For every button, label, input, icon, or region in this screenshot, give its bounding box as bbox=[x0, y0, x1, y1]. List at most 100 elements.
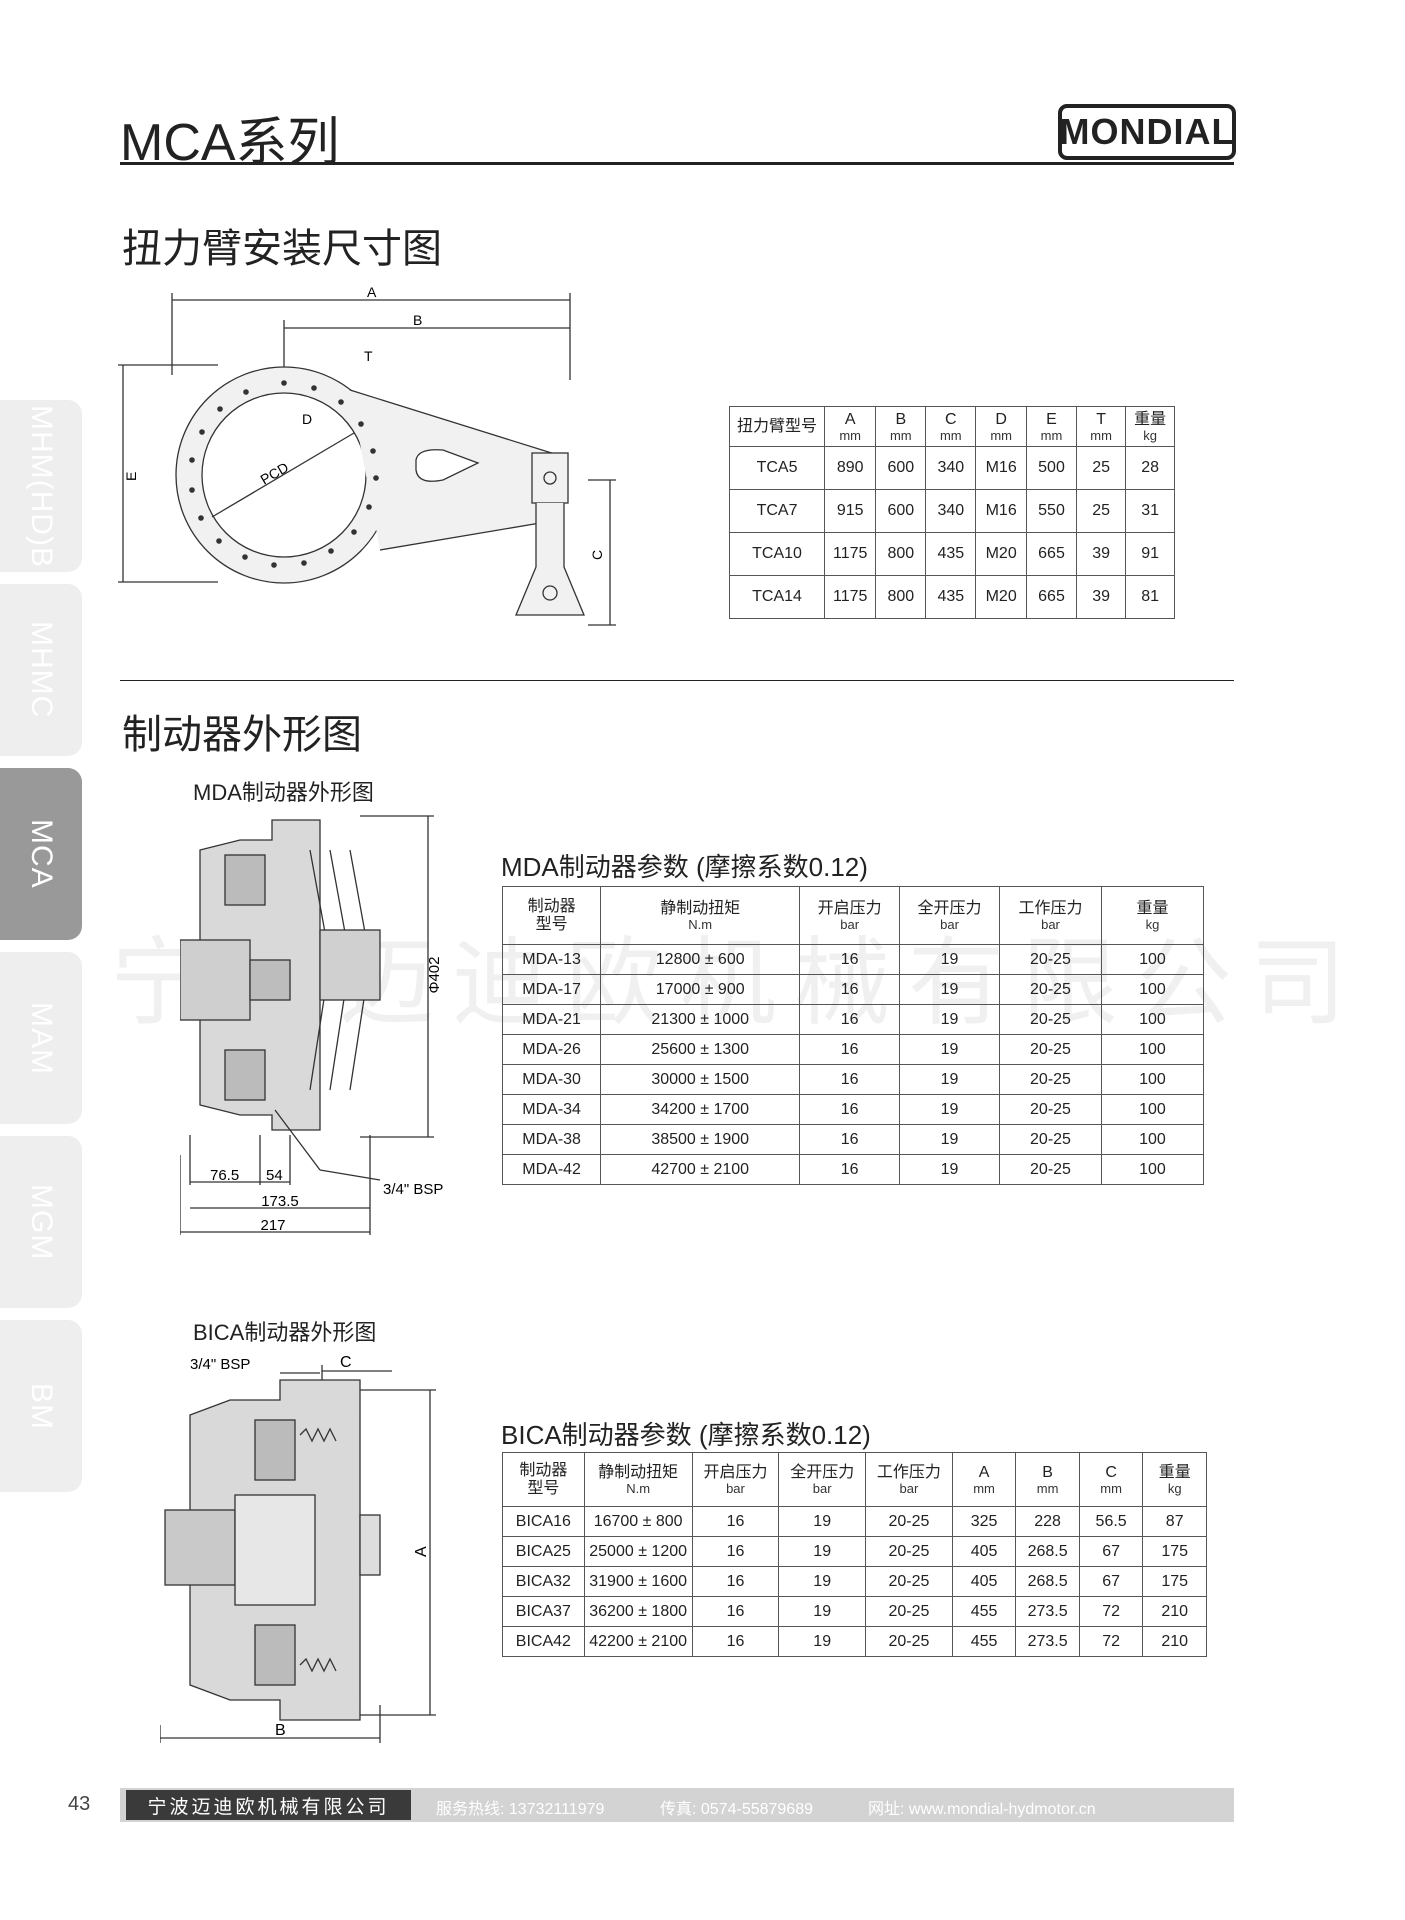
table-cell: 550 bbox=[1025, 489, 1078, 533]
table-header-cell: 制动器型号 bbox=[502, 1452, 585, 1507]
header-text: 型号 bbox=[527, 1479, 560, 1497]
table-cell: M20 bbox=[975, 532, 1027, 576]
table-cell: 455 bbox=[951, 1626, 1017, 1657]
table-cell: BICA32 bbox=[502, 1566, 585, 1597]
header-text: 静制动扭矩 bbox=[660, 899, 741, 917]
table-cell: 19 bbox=[899, 1124, 1001, 1155]
table-cell: 20-25 bbox=[999, 1124, 1102, 1155]
table-cell: 36200 ± 1800 bbox=[583, 1596, 693, 1627]
table-cell: 12800 ± 600 bbox=[600, 944, 801, 975]
table-cell: 19 bbox=[778, 1626, 867, 1657]
table-cell: 16 bbox=[691, 1566, 780, 1597]
table-cell: 20-25 bbox=[999, 944, 1102, 975]
mda-dim-phi: Φ402 bbox=[426, 957, 443, 994]
table-cell: MDA-38 bbox=[501, 1124, 602, 1155]
table-cell: 19 bbox=[778, 1506, 867, 1537]
table-cell: 273.5 bbox=[1015, 1596, 1080, 1627]
table-cell: 20-25 bbox=[999, 1154, 1102, 1185]
header-text: B bbox=[1042, 1463, 1053, 1481]
side-tab-label: MGM bbox=[25, 1183, 58, 1261]
side-tab-5[interactable]: BM bbox=[0, 1320, 82, 1492]
side-tab-1[interactable]: MHMC bbox=[0, 584, 82, 756]
table-cell: 87 bbox=[1142, 1506, 1207, 1537]
footer-hotline: 服务热线: 13732111979 bbox=[436, 1801, 605, 1818]
side-tab-4[interactable]: MGM bbox=[0, 1136, 82, 1308]
table-cell: 20-25 bbox=[999, 1094, 1102, 1125]
table-cell: 25000 ± 1200 bbox=[583, 1536, 693, 1567]
table-cell: 20-25 bbox=[999, 974, 1102, 1005]
table-cell: 39 bbox=[1076, 575, 1127, 619]
table-cell: 175 bbox=[1142, 1566, 1207, 1597]
table-cell: 81 bbox=[1125, 575, 1175, 619]
table-cell: MDA-26 bbox=[501, 1034, 602, 1065]
table-cell: MDA-34 bbox=[501, 1094, 602, 1125]
side-tab-3[interactable]: MAM bbox=[0, 952, 82, 1124]
table-cell: 19 bbox=[899, 1094, 1001, 1125]
table-cell: 19 bbox=[778, 1566, 867, 1597]
table-cell: 25 bbox=[1076, 446, 1127, 490]
dim-b: B bbox=[413, 312, 422, 328]
header-text: mm bbox=[889, 427, 912, 443]
header-text: C bbox=[945, 410, 957, 428]
header-text: bar bbox=[1041, 916, 1060, 932]
dim-a: A bbox=[367, 285, 377, 300]
header-rule bbox=[120, 162, 1234, 165]
brand-logo: MONDIAL bbox=[1058, 104, 1236, 160]
table-cell: 16 bbox=[799, 1034, 901, 1065]
table-cell: 25600 ± 1300 bbox=[600, 1034, 801, 1065]
bica-drawing-title: BICA制动器外形图 bbox=[193, 1320, 377, 1345]
table-cell: 228 bbox=[1015, 1506, 1080, 1537]
table-cell: 600 bbox=[875, 489, 927, 533]
dim-e: E bbox=[123, 472, 139, 481]
table-cell: 890 bbox=[824, 446, 877, 490]
table-cell: 800 bbox=[875, 575, 927, 619]
table-cell: 17000 ± 900 bbox=[600, 974, 801, 1005]
header-text: D bbox=[995, 410, 1007, 428]
table-cell: MDA-17 bbox=[501, 974, 602, 1005]
table-cell: 100 bbox=[1100, 1094, 1205, 1125]
table-cell: 67 bbox=[1078, 1536, 1144, 1567]
header-text: T bbox=[1096, 410, 1107, 428]
header-text: bar bbox=[899, 1480, 919, 1496]
table-header-cell: 扭力臂型号 bbox=[728, 406, 826, 447]
table-cell: 31 bbox=[1125, 489, 1175, 533]
table-cell: 800 bbox=[875, 532, 927, 576]
bica-dim-b: B bbox=[275, 1722, 286, 1739]
table-cell: 25 bbox=[1076, 489, 1127, 533]
header-text: mm bbox=[939, 427, 962, 443]
side-tab-label: MHM(HD)B bbox=[25, 404, 58, 568]
header-text: bar bbox=[726, 1480, 745, 1496]
side-tab-0[interactable]: MHM(HD)B bbox=[0, 400, 82, 572]
table-cell: 38500 ± 1900 bbox=[600, 1124, 801, 1155]
table-cell: 16 bbox=[691, 1596, 780, 1627]
mda-dim-d4: 217 bbox=[260, 1217, 285, 1234]
table-cell: 19 bbox=[778, 1536, 867, 1567]
table-cell: 19 bbox=[899, 1064, 1001, 1095]
table-cell: 16 bbox=[799, 1064, 901, 1095]
mda-dim-d2: 54 bbox=[266, 1167, 283, 1184]
table-cell: 67 bbox=[1078, 1566, 1144, 1597]
table-cell: TCA7 bbox=[728, 489, 826, 533]
side-tab-2[interactable]: MCA bbox=[0, 768, 82, 940]
table-cell: 435 bbox=[925, 575, 977, 619]
table-cell: 20-25 bbox=[865, 1596, 953, 1627]
table-cell: 100 bbox=[1100, 1034, 1205, 1065]
header-text: 静制动扭矩 bbox=[598, 1463, 679, 1481]
header-text: kg bbox=[1143, 427, 1157, 443]
table-cell: MDA-21 bbox=[501, 1004, 602, 1035]
table-cell: 100 bbox=[1100, 1064, 1205, 1095]
header-text: mm bbox=[839, 427, 862, 443]
table-cell: 16 bbox=[799, 1004, 901, 1035]
mda-dim-bsp: 3/4" BSP bbox=[383, 1181, 443, 1198]
